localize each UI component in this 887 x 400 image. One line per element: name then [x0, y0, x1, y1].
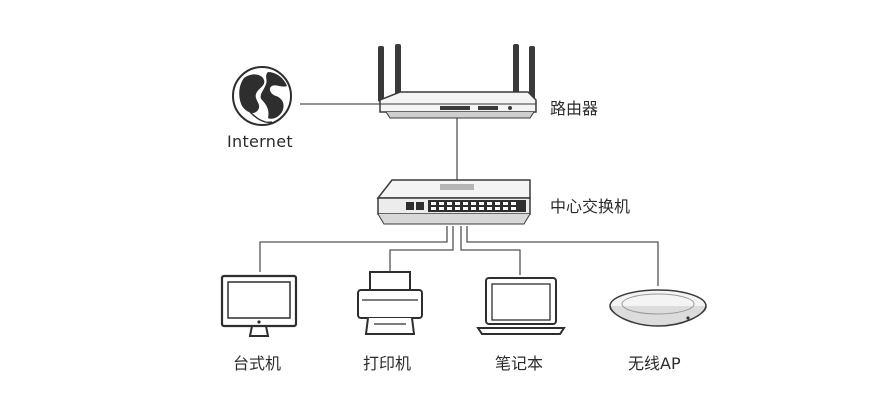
- switch-icon: [376, 179, 531, 225]
- printer-icon: [357, 271, 423, 335]
- laptop-icon: [476, 277, 566, 335]
- globe-icon: [232, 66, 292, 126]
- desktop-icon: [220, 274, 298, 337]
- connection-lines: [259, 103, 659, 286]
- router-label: 路由器: [550, 99, 599, 118]
- switch-label: 中心交换机: [550, 197, 631, 216]
- switch-ap-link: [466, 226, 659, 286]
- switch-printer-link: [389, 226, 454, 272]
- wireless-ap-label: 无线AP: [628, 354, 681, 373]
- wireless-ap-icon: [609, 289, 707, 327]
- switch-desktop-link: [259, 226, 448, 272]
- laptop-label: 笔记本: [495, 354, 544, 373]
- switch-laptop-link: [460, 226, 521, 275]
- internet-label: Internet: [227, 132, 293, 151]
- printer-label: 打印机: [363, 354, 412, 373]
- router-icon: [378, 44, 537, 119]
- desktop-label: 台式机: [233, 354, 282, 373]
